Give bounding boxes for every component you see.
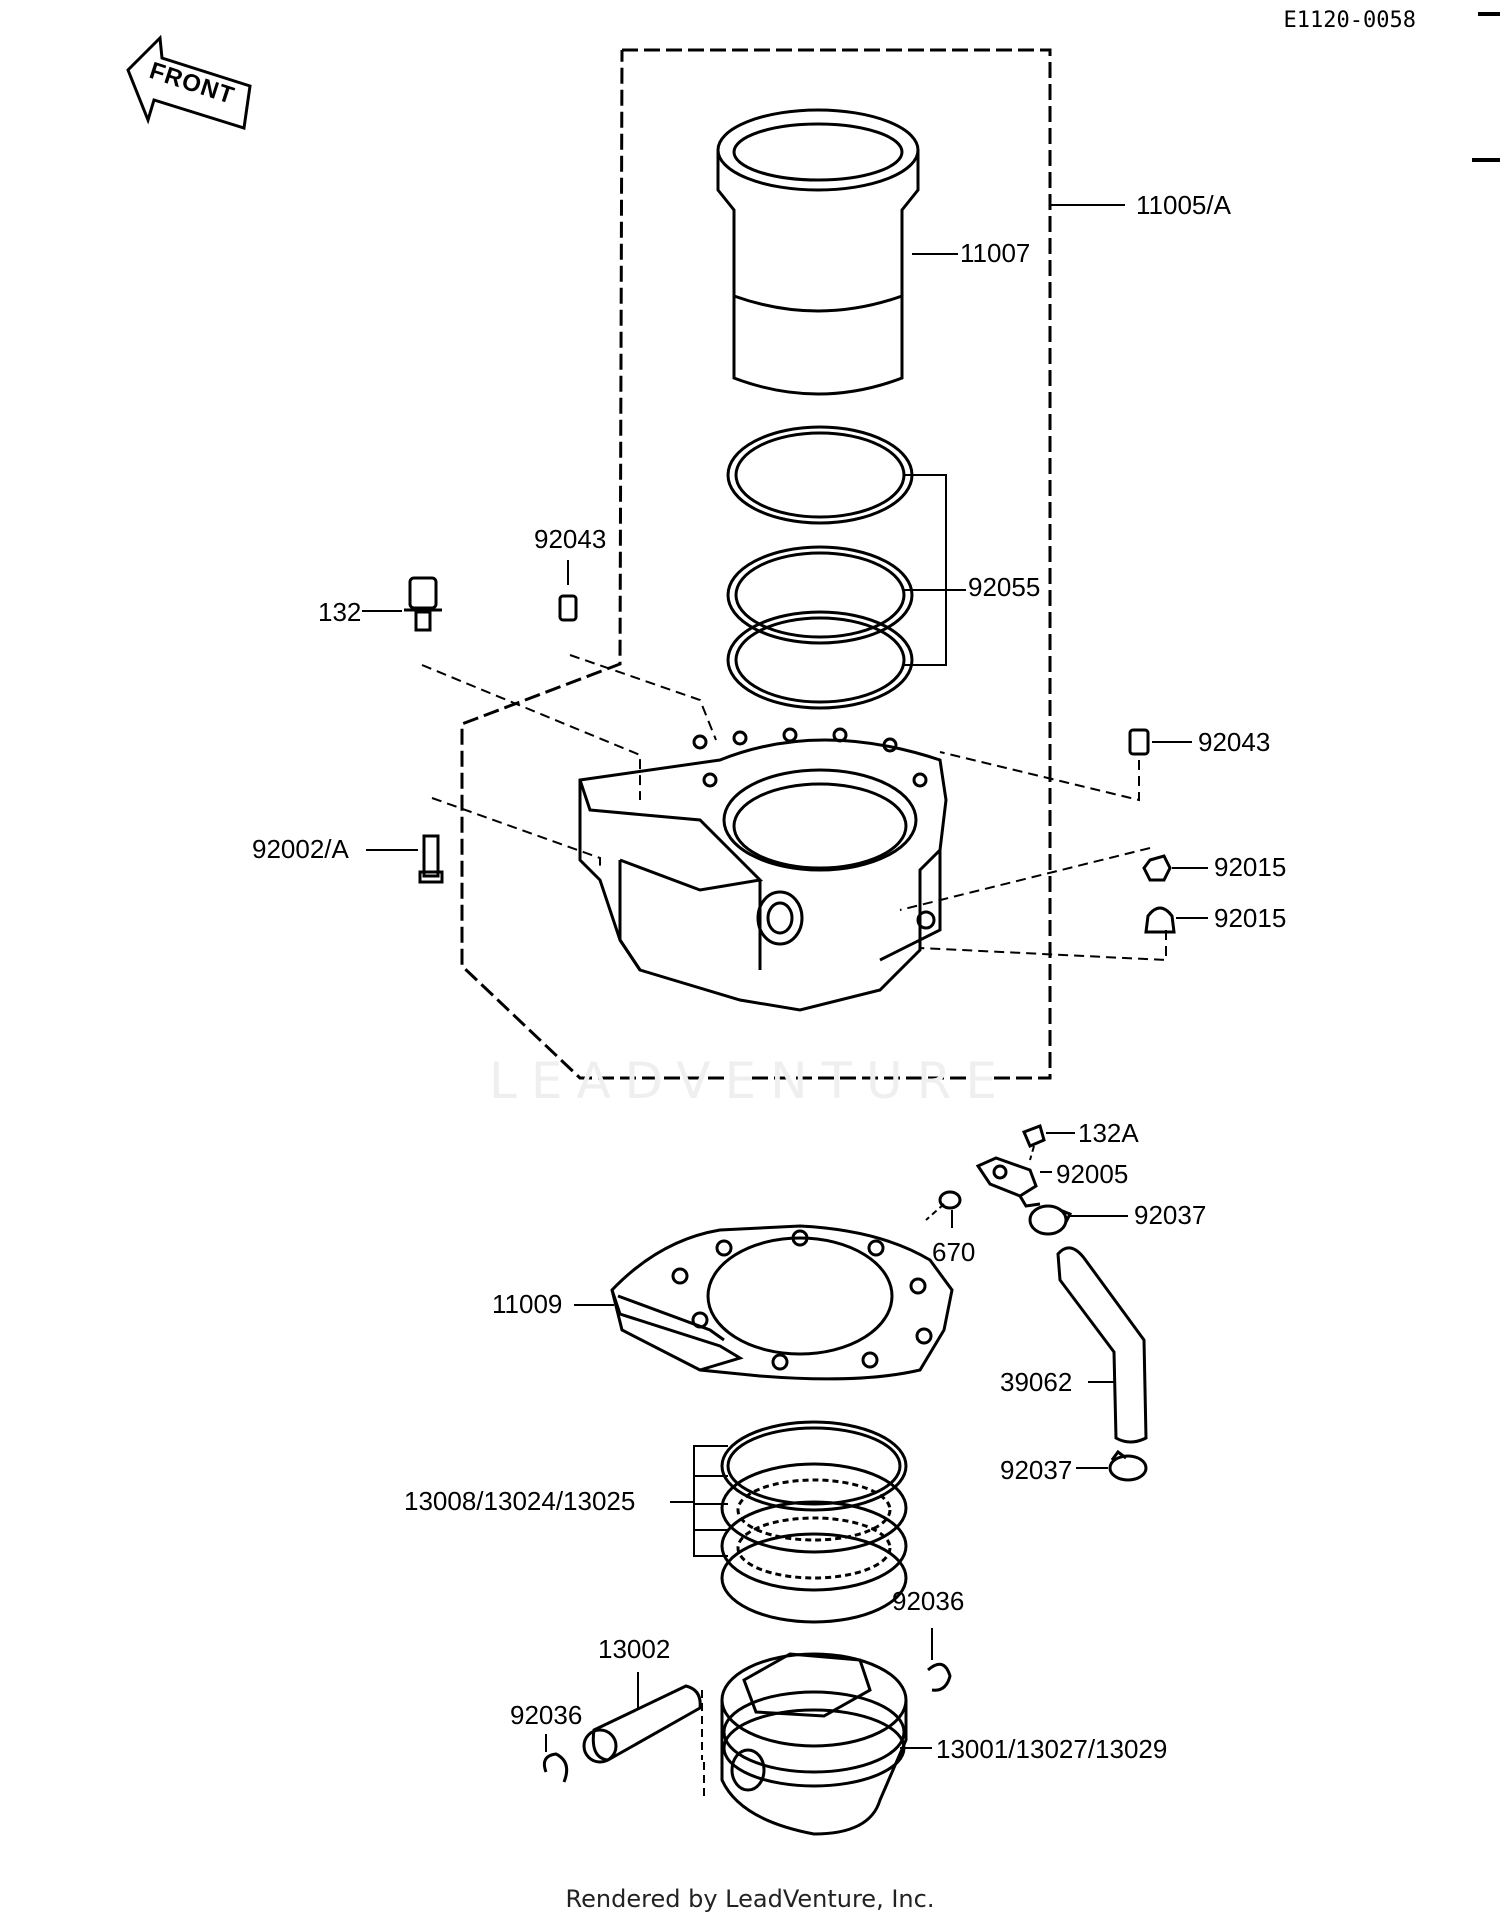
clamp-92037-b [1108,1449,1148,1482]
leader-92015-dash-a [899,847,1151,911]
leader-670-dash [925,1203,945,1221]
callout-92043-b: 92043 [1198,727,1271,757]
nut-92015-b [1144,906,1176,934]
leader-92043-a-dash [569,654,717,741]
assembly-boundary [460,48,1052,1080]
clamp-92037-a [1028,1204,1073,1236]
cylinder-liner [716,108,920,396]
callout-92036-b: 92036 [510,1700,583,1730]
diagram-code: E1120-0058 [1283,8,1416,33]
watermark: LEADVENTURE [489,1052,1011,1110]
head-gasket-11009 [610,1224,954,1381]
dowel-pin-right [1128,728,1150,756]
nut-92015-a [1142,854,1172,882]
callout-92043-a: 92043 [534,524,607,554]
leader-13008 [670,1445,728,1557]
leader-132a-dash [1029,1145,1035,1161]
callout-92036-a: 92036 [892,1586,965,1616]
callout-92055: 92055 [968,572,1041,602]
circlip-92036-left [542,1752,569,1783]
callout-92015-b: 92015 [1214,903,1287,933]
callout-92037-b: 92037 [1000,1455,1073,1485]
circlip-92036-right [927,1662,952,1692]
callout-11005a: 11005/A [1136,190,1231,220]
callout-92037-a: 92037 [1134,1200,1207,1230]
callout-13001: 13001/13027/13029 [936,1734,1168,1764]
callout-11009: 11009 [492,1289,563,1319]
o-ring-670 [938,1190,962,1210]
leader-92015-dash-b [919,930,1167,962]
fitting-92005 [975,1156,1041,1208]
hose-39062 [1056,1246,1148,1444]
front-arrow-icon [126,34,252,130]
leader-92002a-dash [431,797,601,868]
callout-92002a: 92002/A [252,834,349,864]
bolt-132 [404,576,442,632]
stud-92002a [418,834,444,884]
piston-pin-13002 [582,1684,702,1764]
callout-670: 670 [932,1237,976,1267]
leader-92043-b-dash [939,751,1140,802]
dowel-pin-left [558,594,578,622]
callout-13008: 13008/13024/13025 [404,1486,636,1516]
footer-credit: Rendered by LeadVenture, Inc. [565,1885,935,1913]
callout-11007: 11007 [960,238,1031,268]
leader-132-dash [421,664,641,800]
piston-13001 [720,1652,908,1836]
callout-132: 132 [318,597,362,627]
callout-13002: 13002 [598,1634,671,1664]
leader-92055 [904,474,966,666]
o-rings [726,425,914,710]
cylinder-block [578,727,948,1012]
callout-92015-a: 92015 [1214,852,1287,882]
bolt-132a [1022,1124,1046,1148]
callout-132a: 132A [1078,1118,1139,1148]
callout-92005: 92005 [1056,1159,1129,1189]
callout-39062: 39062 [1000,1367,1073,1397]
piston-rings [720,1420,908,1624]
